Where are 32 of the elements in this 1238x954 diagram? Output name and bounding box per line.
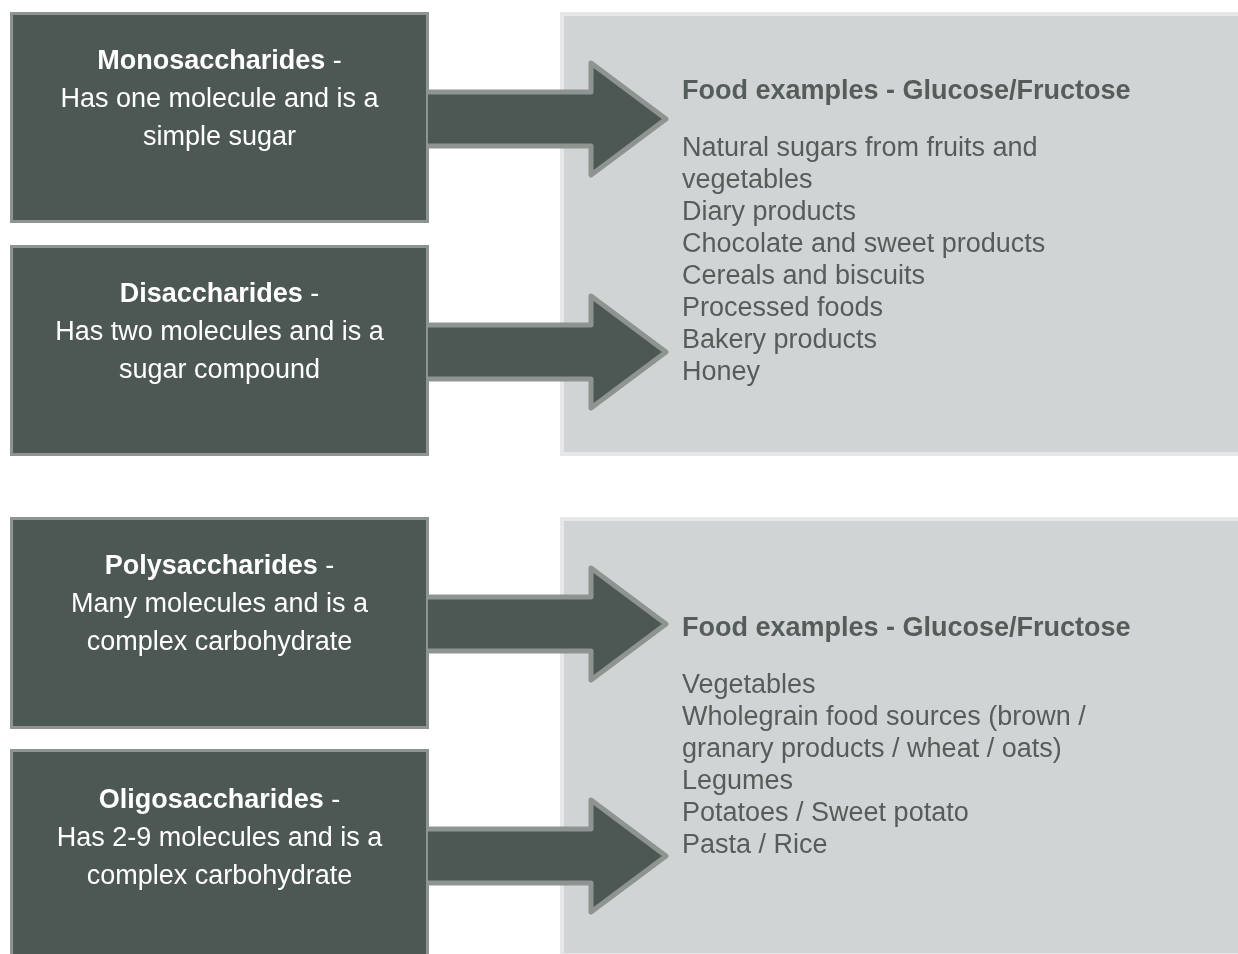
food-example: Honey xyxy=(682,355,762,387)
food-example: Legumes xyxy=(682,764,795,796)
food-example: Wholegrain food sources (brown / granary products / wheat / oats) xyxy=(682,700,1087,764)
examples-panel xyxy=(560,12,1238,456)
food-example: Cereals and biscuits xyxy=(682,259,927,291)
examples-panel xyxy=(560,517,1238,954)
food-example: Diary products xyxy=(682,195,858,227)
category-title: Polysaccharides - xyxy=(103,549,336,582)
food-example: Chocolate and sweet products xyxy=(682,227,1047,259)
food-example: Vegetables xyxy=(682,668,817,700)
food-example: Natural sugars from fruits and vegetables xyxy=(682,131,1039,195)
category-box xyxy=(10,12,429,223)
food-example: Bakery products xyxy=(682,323,879,355)
category-description: Has two molecules and is a sugar compound xyxy=(54,314,385,386)
category-description: Has one molecule and is a simple sugar xyxy=(59,81,380,153)
category-box xyxy=(10,749,429,954)
block-arrow xyxy=(425,797,669,915)
category-title: Oligosaccharides - xyxy=(97,782,342,816)
category-title: Disaccharides - xyxy=(118,276,321,310)
food-example: Pasta / Rice xyxy=(682,828,829,860)
category-box xyxy=(10,517,429,729)
block-arrow xyxy=(425,293,669,411)
block-arrow xyxy=(425,60,669,178)
category-description: Many molecules and is a complex carbohydrate xyxy=(69,587,370,658)
category-title: Monosaccharides - xyxy=(96,43,343,77)
examples-heading: Food examples - Glucose/Fructose xyxy=(682,74,1132,106)
category-box xyxy=(10,245,429,456)
block-arrow xyxy=(425,565,669,683)
examples-heading: Food examples - Glucose/Fructose xyxy=(682,611,1132,643)
food-example: Potatoes / Sweet potato xyxy=(682,796,970,828)
category-description: Has 2-9 molecules and is a complex carbohydrate xyxy=(55,820,384,892)
food-example: Processed foods xyxy=(682,291,885,323)
